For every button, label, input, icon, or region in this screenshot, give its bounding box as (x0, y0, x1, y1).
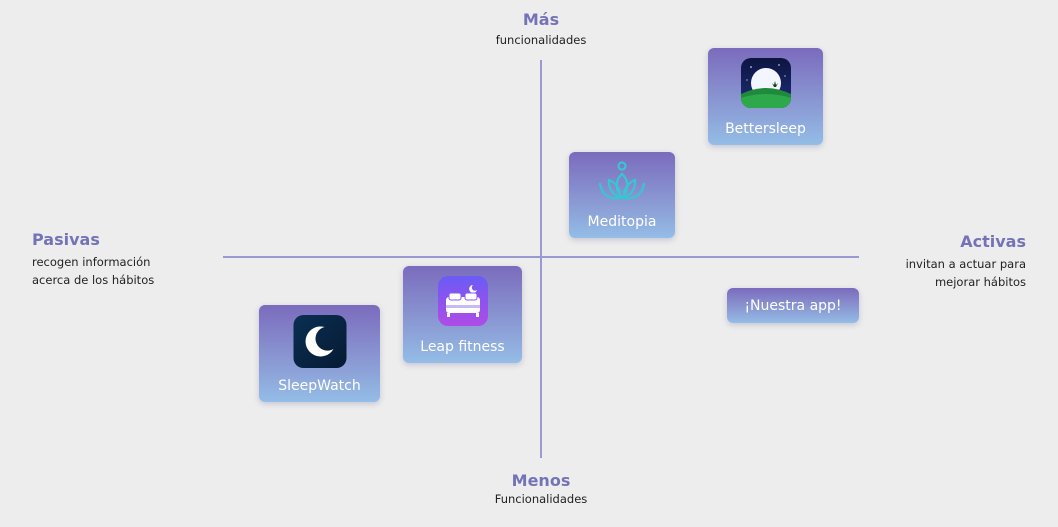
app-label-meditopia: Meditopia (587, 214, 657, 230)
app-card-nuestra-app: ¡Nuestra app! (727, 288, 859, 323)
app-label-nuestra-app: ¡Nuestra app! (744, 298, 842, 314)
axis-left-title: Pasivas (32, 230, 100, 249)
app-label-leap-fitness: Leap fitness (420, 339, 505, 355)
app-label-sleepwatch: SleepWatch (278, 378, 361, 394)
axis-label-top: Más funcionalidades (441, 10, 641, 49)
axis-label-left: Pasivas recogen información acerca de lo… (32, 230, 222, 289)
axis-bottom-subtitle: Funcionalidades (494, 492, 588, 506)
app-label-bettersleep: Bettersleep (725, 121, 806, 137)
axis-right-title: Activas (960, 232, 1026, 251)
app-card-meditopia: Meditopia (569, 152, 675, 238)
app-card-bettersleep: Bettersleep (708, 48, 823, 145)
horizontal-axis (223, 256, 859, 258)
crescent-moon-icon (293, 315, 346, 368)
axis-left-subtitle-line2: acerca de los hábitos (32, 273, 155, 287)
axis-label-right: Activas invitan a actuar para mejorar há… (856, 232, 1026, 291)
axis-top-subtitle: funcionalidades (495, 33, 587, 47)
lotus-icon (597, 160, 647, 210)
app-card-leap-fitness: Leap fitness (403, 266, 522, 363)
axis-right-subtitle-line1: invitan a actuar para (905, 257, 1026, 271)
app-card-sleepwatch: SleepWatch (259, 305, 380, 402)
bed-icon (437, 276, 488, 326)
axis-right-subtitle-line2: mejorar hábitos (934, 275, 1026, 289)
axis-top-title: Más (522, 10, 560, 29)
axis-label-bottom: Menos Funcionalidades (441, 471, 641, 508)
axis-bottom-title: Menos (511, 471, 571, 490)
moon-hill-icon (740, 58, 791, 108)
axis-left-subtitle-line1: recogen información (32, 255, 151, 269)
vertical-axis (540, 60, 542, 458)
